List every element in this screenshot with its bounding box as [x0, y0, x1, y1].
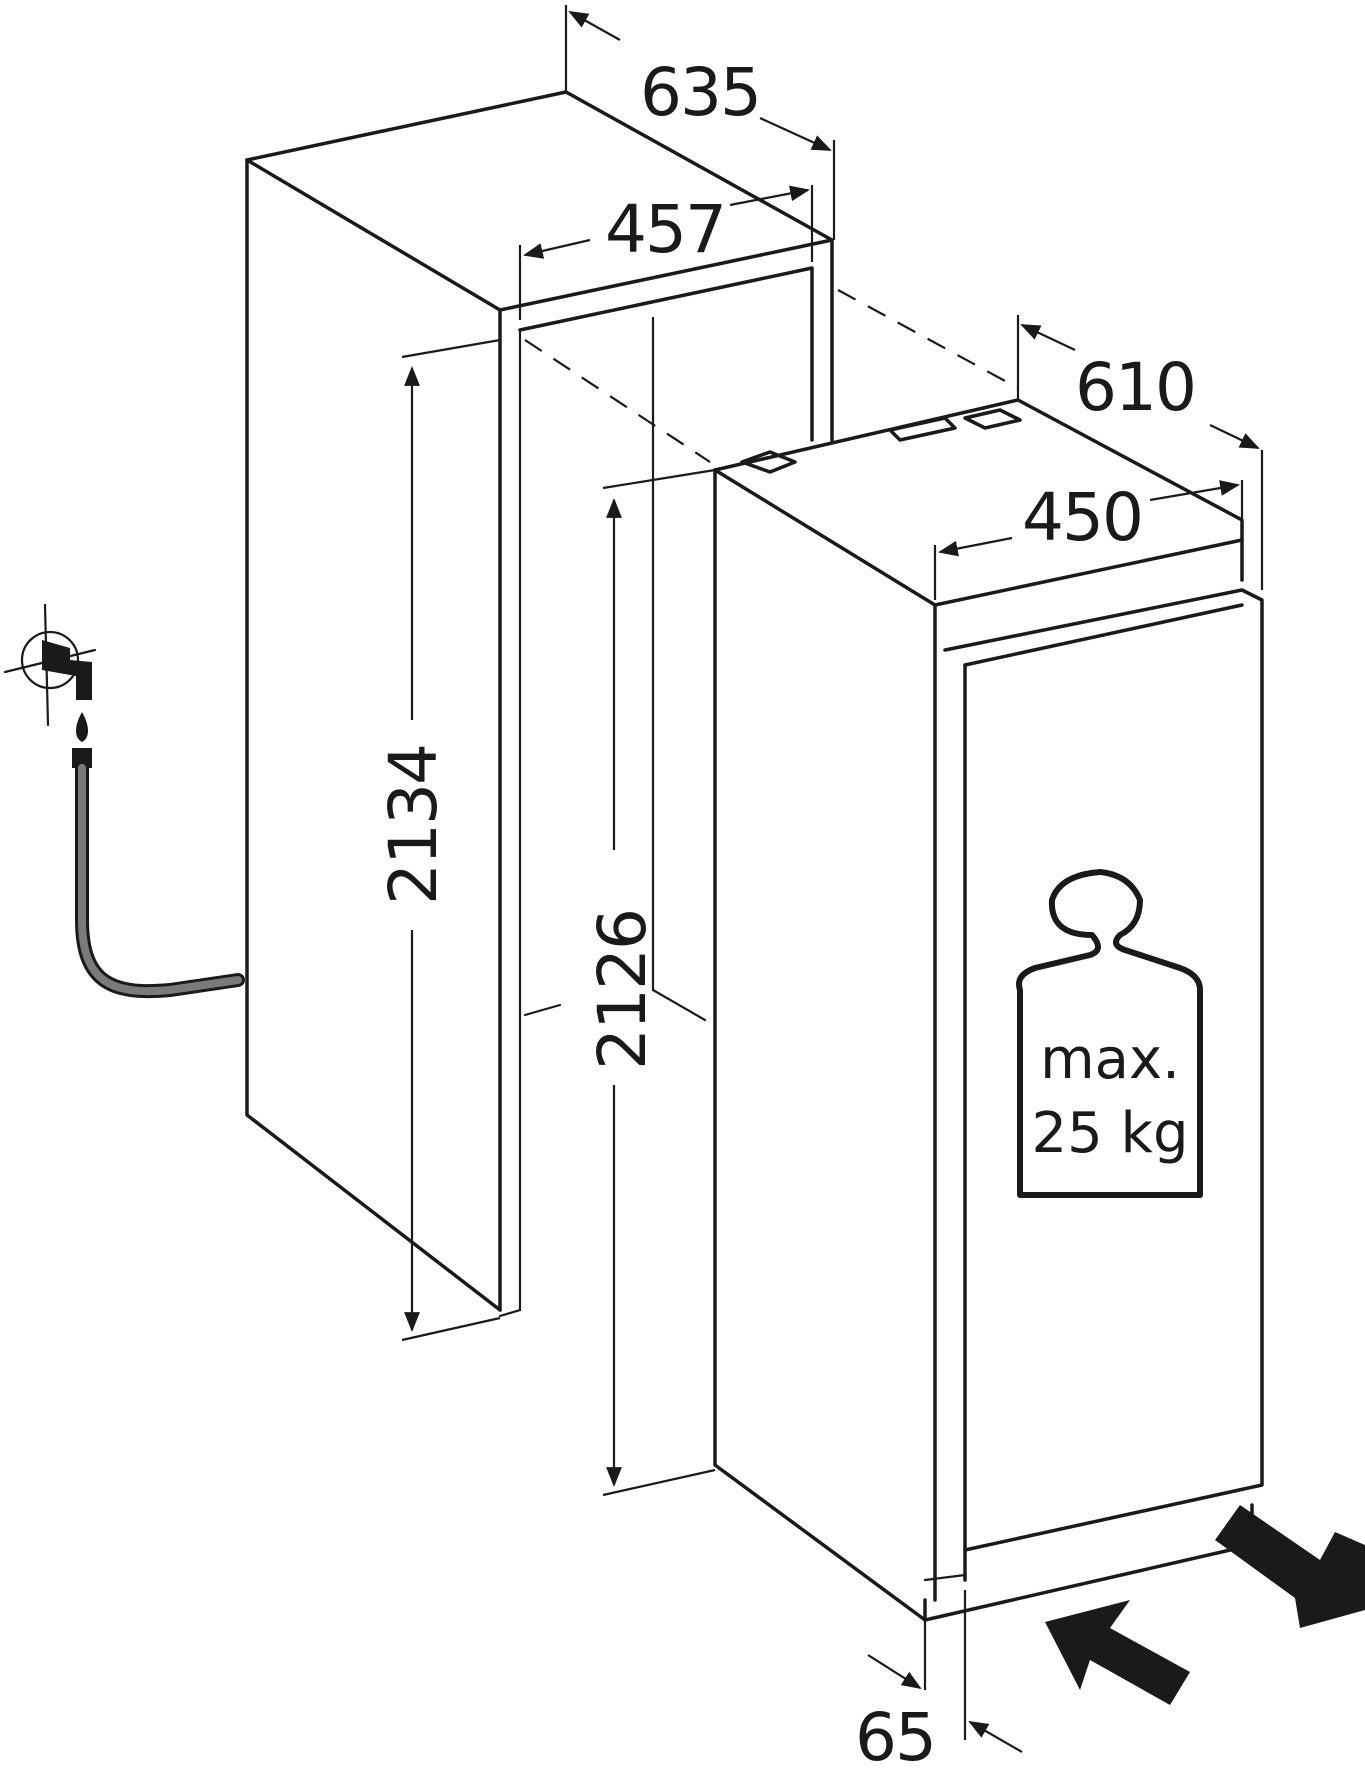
dim-niche-height-label: 2134: [375, 745, 452, 905]
dim-door-offset-label: 65: [855, 1699, 935, 1770]
dim-appliance-height-label: 2126: [584, 910, 661, 1070]
dim-appliance-depth-label: 610: [1075, 349, 1195, 426]
dim-niche-depth-label: 635: [640, 54, 760, 131]
dim-niche-height: 2134: [375, 338, 501, 1342]
dim-appliance-depth: 610: [1016, 315, 1264, 590]
alignment-lines: [524, 289, 1019, 463]
dim-appliance-width: 450: [933, 479, 1244, 600]
water-tap-icon: [3, 603, 97, 768]
dim-niche-inner-width: 457: [518, 185, 814, 320]
dim-niche-depth: 635: [564, 5, 836, 240]
niche-cabinet: [245, 90, 834, 1318]
insertion-arrow-icon: [1045, 1505, 1365, 1705]
weight-icon: max. 25 kg: [1016, 869, 1203, 1198]
weight-limit-line2: 25 kg: [1031, 1101, 1188, 1166]
dim-appliance-width-label: 450: [1022, 479, 1142, 556]
water-hose: [75, 761, 245, 999]
dim-niche-inner-width-label: 457: [605, 191, 725, 268]
dim-door-offset: 65: [855, 1590, 1023, 1770]
dim-appliance-height: 2126: [584, 468, 716, 1497]
weight-limit-line1: max.: [1040, 1027, 1180, 1092]
appliance-body: [713, 398, 1264, 1622]
